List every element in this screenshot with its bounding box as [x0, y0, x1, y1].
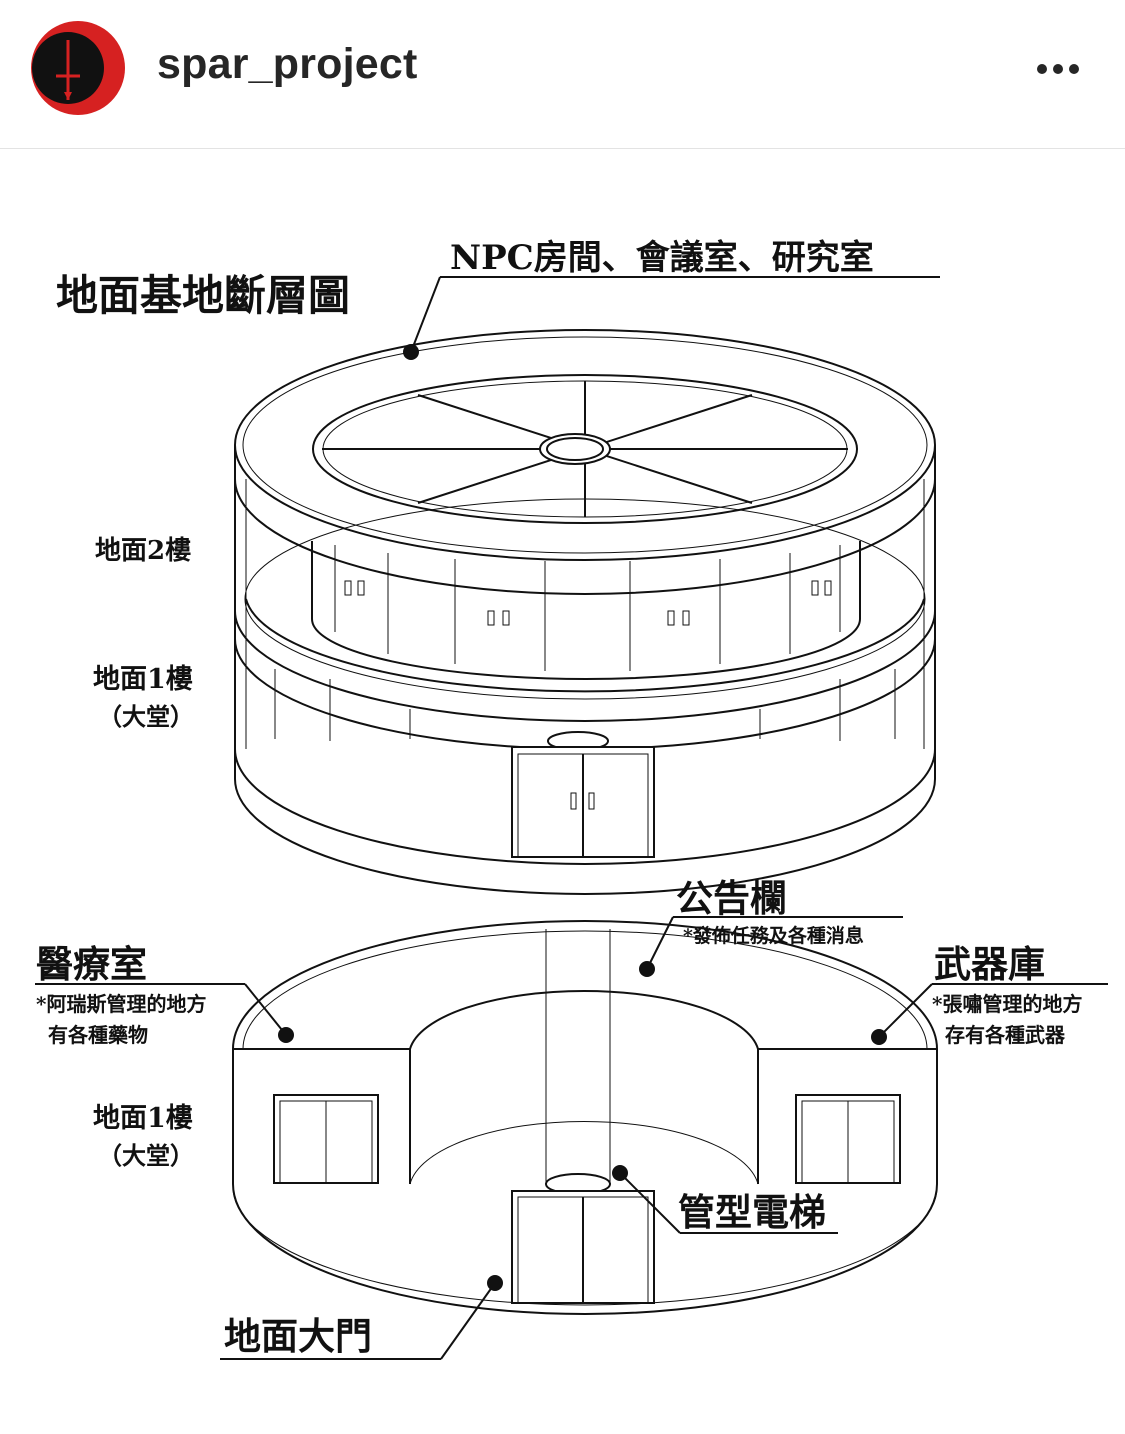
bulletin-note: *發佈任務及各種消息 — [683, 924, 864, 947]
roof-marker — [403, 344, 419, 360]
diagram-title: 地面基地斷層圖 — [56, 271, 350, 320]
avatar[interactable] — [30, 20, 126, 116]
gate-marker — [487, 1275, 503, 1291]
post-header: spar_project — [0, 0, 1125, 149]
bulletin-label: 公告欄 — [676, 876, 787, 920]
top-floor-label: NPC房間、會議室、研究室 — [450, 238, 874, 278]
more-horizontal-icon[interactable] — [1028, 46, 1088, 90]
elevator-label: 管型電梯 — [678, 1190, 826, 1234]
armory-marker — [871, 1029, 887, 1045]
medical-note-2: 有各種藥物 — [48, 1023, 148, 1047]
armory-label: 武器庫 — [934, 942, 1045, 986]
medical-room-label: 醫療室 — [36, 942, 147, 986]
floor1-sub-label: （大堂） — [98, 702, 194, 731]
armory-note-2: 存有各種武器 — [945, 1023, 1066, 1047]
cross-logo-icon — [56, 40, 80, 100]
floor1b-label: 地面1樓 — [93, 1103, 193, 1134]
username[interactable]: spar_project — [157, 40, 418, 88]
medical-marker — [278, 1027, 294, 1043]
elevator-marker — [612, 1165, 628, 1181]
floor2-label: 地面2樓 — [95, 535, 191, 566]
medical-note-1: *阿瑞斯管理的地方 — [36, 992, 206, 1016]
lower-building-drawing — [232, 920, 938, 1315]
upper-building-drawing — [234, 329, 936, 895]
main-gate-label: 地面大門 — [224, 1314, 372, 1358]
bulletin-marker — [639, 961, 655, 977]
floor1b-sub-label: （大堂） — [98, 1141, 194, 1170]
base-cross-section-diagram: 地面基地斷層圖 NPC房間、會議室、研究室 地面2樓 地面1樓 （大堂） 公告欄… — [35, 238, 1108, 1360]
armory-note-1: *張嘯管理的地方 — [932, 992, 1082, 1016]
floor1-label: 地面1樓 — [93, 664, 193, 695]
